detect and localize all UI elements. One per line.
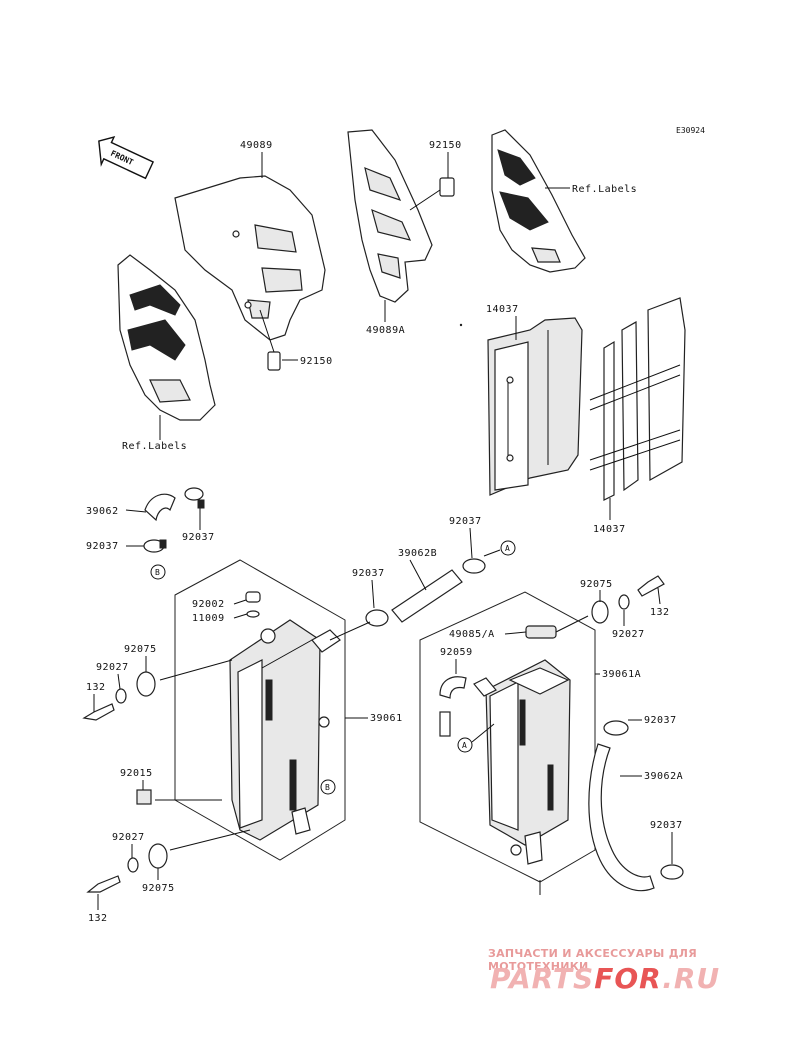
label-14037-upper: 14037: [486, 304, 519, 315]
shroud-label-left: [117, 254, 216, 421]
washer-92027-a: [115, 688, 127, 704]
clamp-92037-d: [365, 609, 389, 627]
bolt-92150-upper: [409, 152, 455, 211]
label-39062A: 39062A: [644, 771, 683, 782]
label-92037-a: 92037: [182, 532, 215, 543]
label-92059: 92059: [440, 647, 473, 658]
bracket-49085A: [525, 625, 557, 639]
label-39061A: 39061A: [602, 669, 641, 680]
radiator-grille-14037-left: [487, 317, 583, 496]
label-39061: 39061: [370, 713, 403, 724]
label-14037-lower: 14037: [593, 524, 626, 535]
label-11009: 11009: [192, 613, 225, 624]
callout-B-top: [150, 564, 166, 580]
shroud-label-right: [491, 129, 586, 273]
front-arrow-icon: FRONT: [98, 136, 155, 180]
radiator-39061A: [473, 659, 571, 865]
label-92037-d: 92037: [352, 568, 385, 579]
label-39062: 39062: [86, 506, 119, 517]
label-92002: 92002: [192, 599, 225, 610]
clamp-92037-c: [462, 558, 486, 574]
clamp-92037-a: [184, 487, 205, 509]
label-92015: 92015: [120, 768, 153, 779]
clamp-92037-f: [660, 864, 684, 880]
hose-92059: [439, 676, 467, 737]
label-92150-lower: 92150: [300, 356, 333, 367]
callout-A-bottom-text: A: [462, 741, 467, 750]
grommet-92075-c: [591, 600, 609, 624]
watermark-logo: PARTSFOR.RU: [490, 962, 720, 995]
label-ref-labels-left: Ref.Labels: [122, 441, 187, 452]
label-92027-b: 92027: [112, 832, 145, 843]
label-132-a: 132: [86, 682, 106, 693]
clamp-92037-e: [603, 720, 629, 736]
radiator-right-box: [419, 591, 596, 883]
label-92037-c: 92037: [449, 516, 482, 527]
bolt-92150-lower: [259, 309, 281, 371]
watermark-subtitle: ЗАПЧАСТИ И АКСЕССУАРЫ ДЛЯ МОТОТЕХНИКИ: [488, 947, 698, 973]
bolt-132-a: [82, 703, 115, 721]
label-92037-b: 92037: [86, 541, 119, 552]
label-39062B: 39062B: [398, 548, 437, 559]
label-92075-c: 92075: [580, 579, 613, 590]
callout-B-bottom: [320, 779, 336, 795]
label-92027-a: 92027: [96, 662, 129, 673]
label-92150-upper: 92150: [429, 140, 462, 151]
watermark-brand-main: PARTS: [490, 962, 595, 995]
hose-39062A: [588, 743, 655, 892]
watermark-brand-tail: .RU: [662, 962, 721, 995]
hose-39062: [144, 493, 176, 522]
label-49089: 49089: [240, 140, 273, 151]
hose-39062B: [391, 569, 463, 623]
washer-92027-c: [618, 594, 630, 610]
radiator-shroud-49089: [174, 175, 326, 341]
grommet-92075-a: [136, 671, 156, 697]
callout-B-bottom-text: B: [325, 783, 330, 792]
label-92075-b: 92075: [142, 883, 175, 894]
label-49089A: 49089A: [366, 325, 405, 336]
callout-A-top: [500, 540, 516, 556]
radiator-39061: [229, 619, 341, 841]
label-49085A: 49085/A: [449, 629, 495, 640]
label-ref-labels-right: Ref.Labels: [572, 184, 637, 195]
shroud-side-49089A: [347, 129, 433, 303]
clamp-92037-b: [143, 539, 167, 553]
radiator-cap-92002: [245, 591, 261, 618]
radiator-grille-14037-right: [589, 297, 686, 501]
label-92027-c: 92027: [612, 629, 645, 640]
clip-92015: [136, 789, 152, 805]
callout-B-top-text: B: [155, 568, 160, 577]
grommet-92075-b: [148, 843, 168, 869]
bolt-132-b: [86, 875, 121, 893]
callout-A-bottom: [457, 737, 473, 753]
label-132-c: 132: [650, 607, 670, 618]
diagram-code: E30924: [676, 126, 705, 135]
label-92037-f: 92037: [650, 820, 683, 831]
label-92075-a: 92075: [124, 644, 157, 655]
washer-92027-b: [127, 857, 139, 873]
callout-A-top-text: A: [505, 544, 510, 553]
bolt-132-c: [637, 575, 665, 597]
label-132-b: 132: [88, 913, 108, 924]
watermark-brand-accent: FOR: [594, 962, 663, 995]
label-92037-e: 92037: [644, 715, 677, 726]
